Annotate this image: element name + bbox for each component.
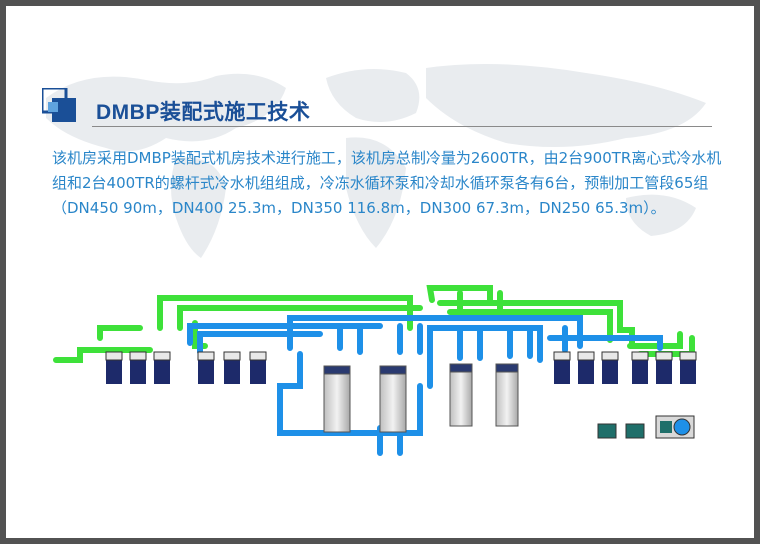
title-divider [92, 126, 712, 127]
slide: DMBP装配式施工技术 该机房采用DMBP装配式机房技术进行施工，该机房总制冷量… [6, 6, 754, 538]
slide-header: DMBP装配式施工技术 [42, 88, 712, 130]
logo-squares-icon [42, 88, 76, 122]
control-units [597, 415, 695, 439]
pump-group-left [105, 351, 267, 384]
page-title: DMBP装配式施工技术 [96, 101, 311, 124]
chiller-units [323, 363, 519, 433]
pump-group-right [553, 351, 697, 384]
description-paragraph: 该机房采用DMBP装配式机房技术进行施工，该机房总制冷量为2600TR，由2台9… [52, 149, 722, 217]
piping-diagram [53, 285, 697, 456]
cooling-water-pipes [53, 285, 695, 363]
chilled-water-pipes [187, 315, 663, 456]
